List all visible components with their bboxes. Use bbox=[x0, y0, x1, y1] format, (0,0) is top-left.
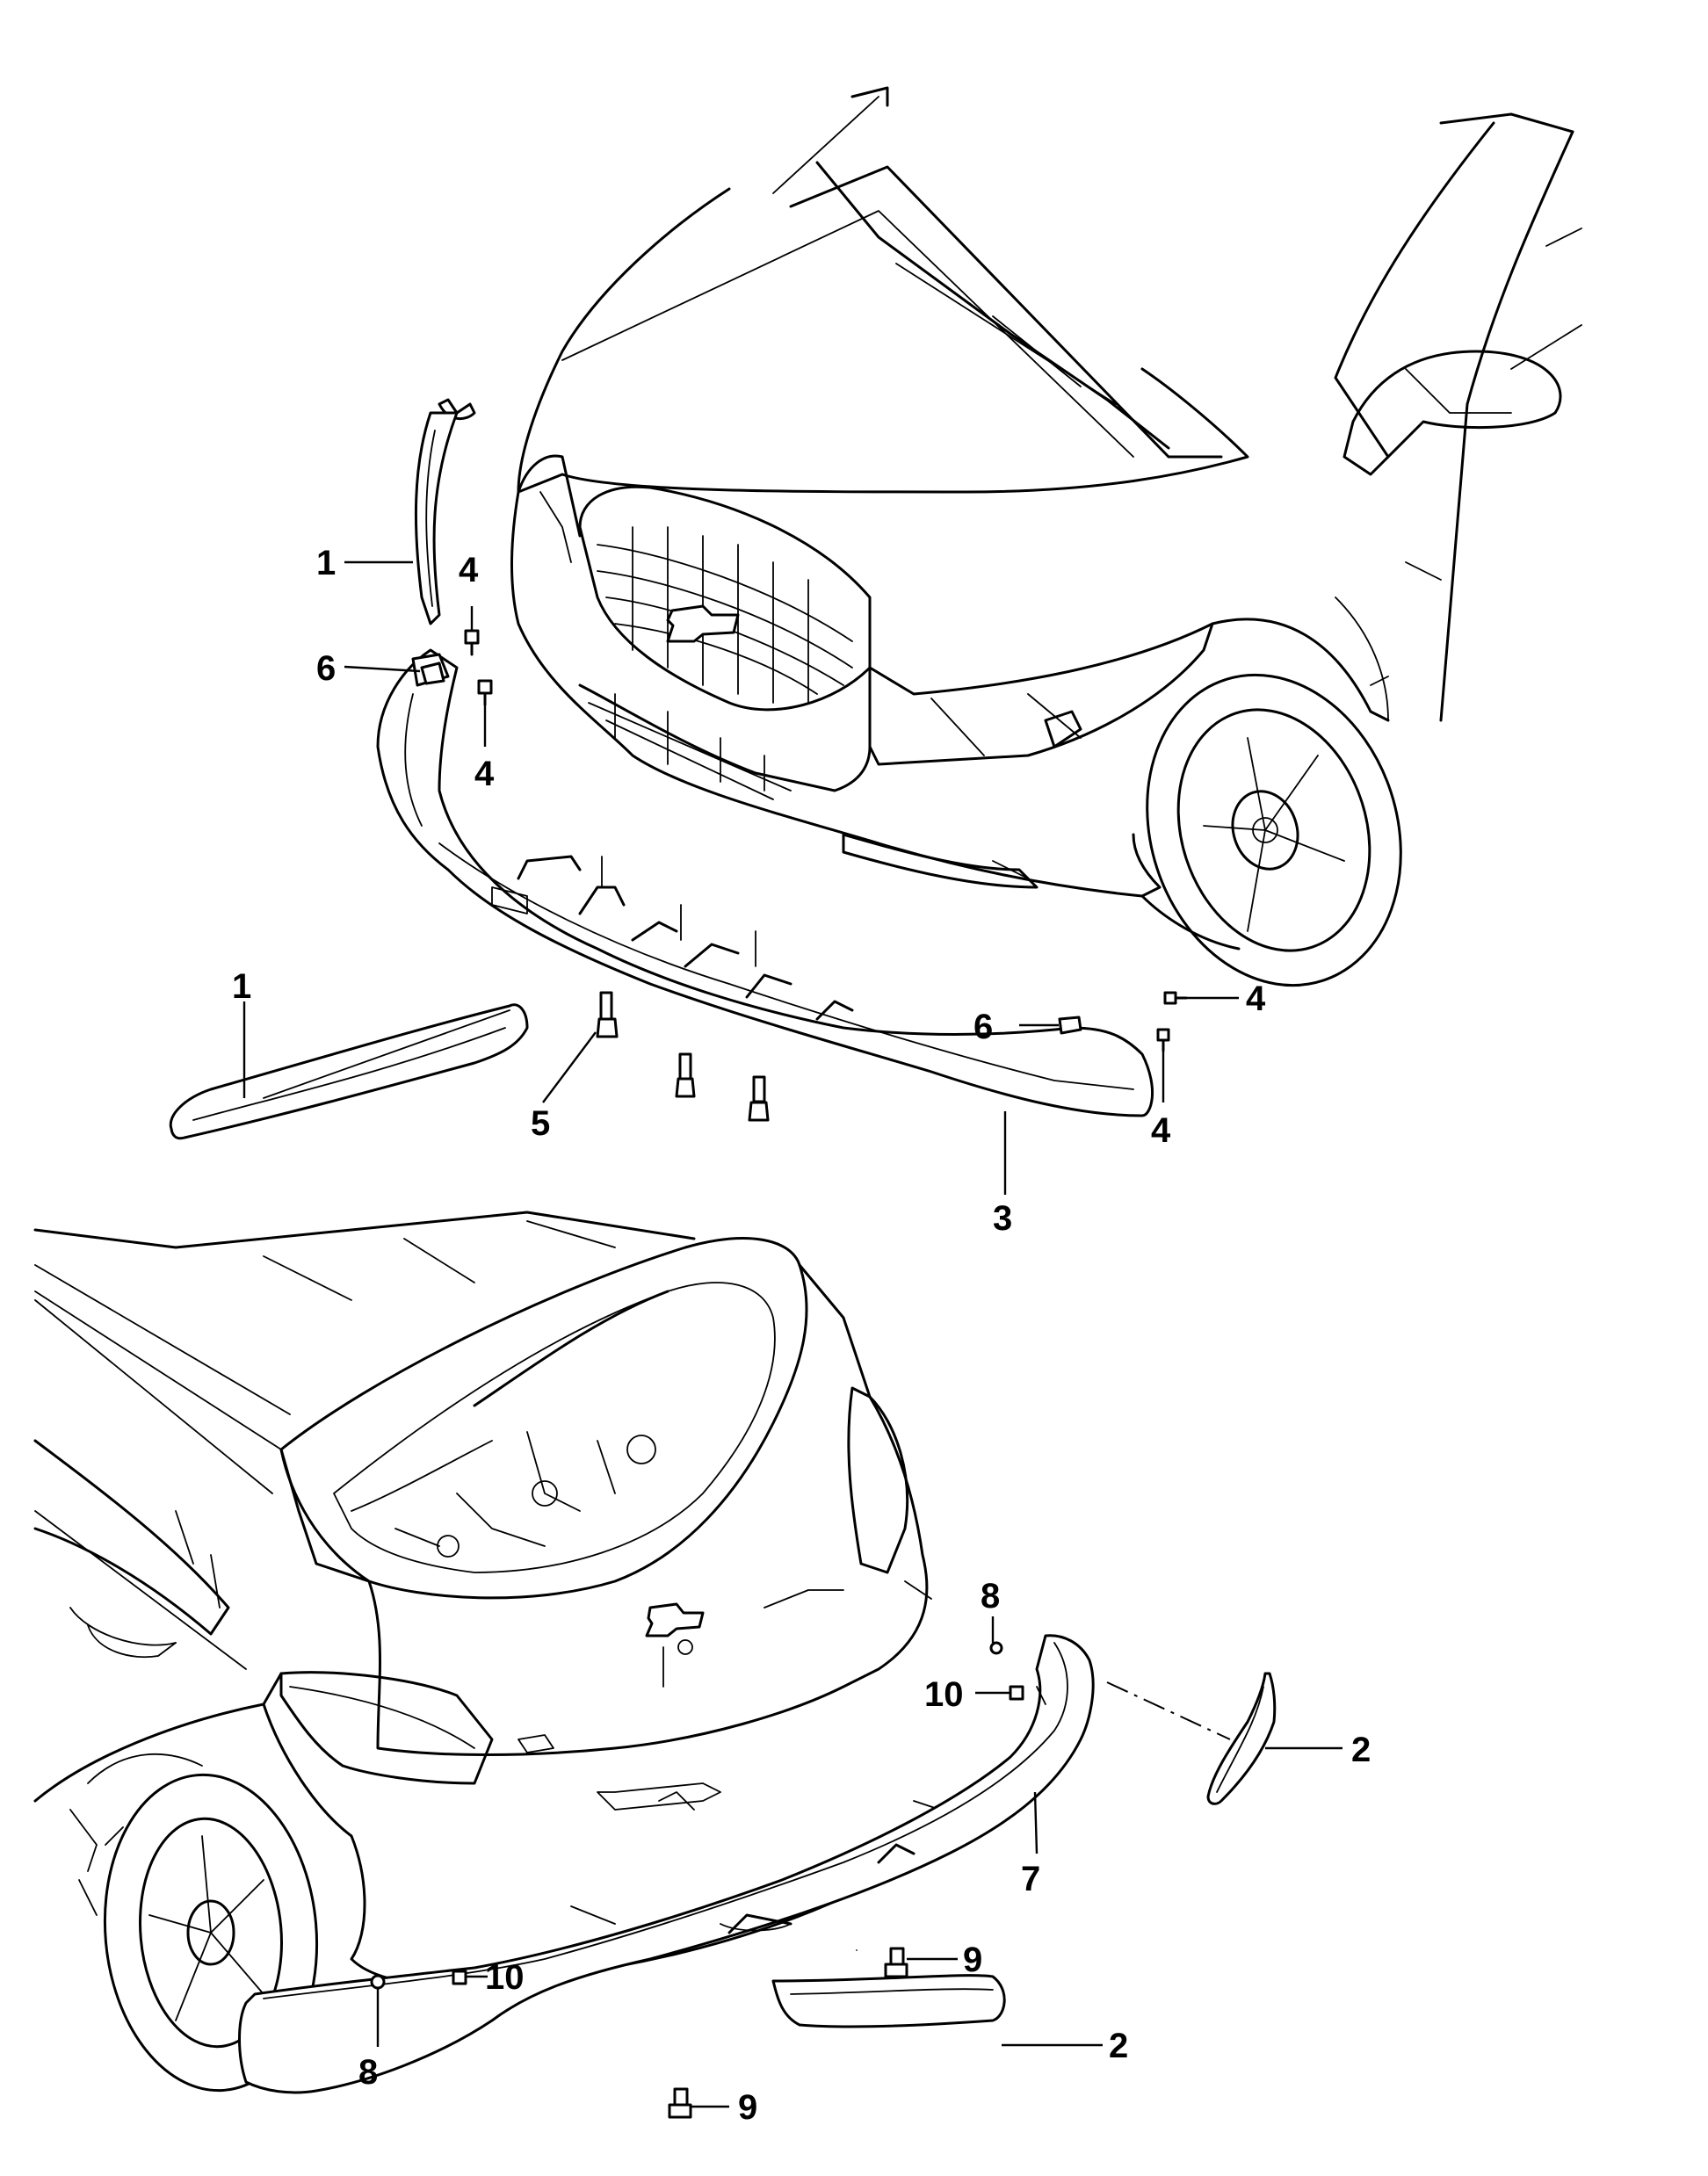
callout-8-lower: 8 bbox=[358, 2053, 378, 2092]
callout-4-b: 4 bbox=[474, 755, 495, 793]
callout-9-a: 9 bbox=[963, 1941, 982, 1979]
callout-2-upper: 2 bbox=[1351, 1731, 1371, 1769]
callout-7: 7 bbox=[1021, 1860, 1040, 1898]
leader-lines bbox=[242, 560, 1343, 2108]
part-1-fender-molding-upper bbox=[414, 398, 476, 625]
callout-10-lower: 10 bbox=[485, 1958, 525, 1997]
callout-6-left: 6 bbox=[316, 649, 336, 688]
callout-4-a: 4 bbox=[459, 551, 479, 589]
part-7-rear-lower-spoiler bbox=[238, 1634, 1095, 2094]
callout-1-lower: 1 bbox=[232, 967, 251, 1006]
callout-6-right: 6 bbox=[973, 1008, 993, 1046]
callout-4-c: 4 bbox=[1246, 980, 1266, 1018]
callout-2-lower: 2 bbox=[1109, 2027, 1128, 2065]
callout-3: 3 bbox=[993, 1199, 1012, 1238]
callout-10-upper: 10 bbox=[924, 1675, 964, 1714]
callout-8-upper: 8 bbox=[981, 1577, 1000, 1616]
fasteners-rear bbox=[370, 1641, 1024, 2119]
part-1-molding-lower bbox=[169, 1003, 529, 1140]
callout-9-b: 9 bbox=[738, 2088, 757, 2127]
callout-1-upper: 1 bbox=[316, 544, 336, 582]
part-2-reflector-upper bbox=[1206, 1672, 1277, 1805]
fasteners-front bbox=[420, 629, 1188, 1122]
callout-4-d: 4 bbox=[1151, 1111, 1171, 1150]
callout-5: 5 bbox=[531, 1104, 550, 1143]
callout-labels: 1 4 6 4 1 5 6 4 4 3 8 10 2 7 9 10 2 8 9 bbox=[232, 544, 1371, 2127]
front-vehicle-illustration bbox=[510, 86, 1582, 987]
part-2-reflector-lower bbox=[771, 1974, 1006, 2028]
